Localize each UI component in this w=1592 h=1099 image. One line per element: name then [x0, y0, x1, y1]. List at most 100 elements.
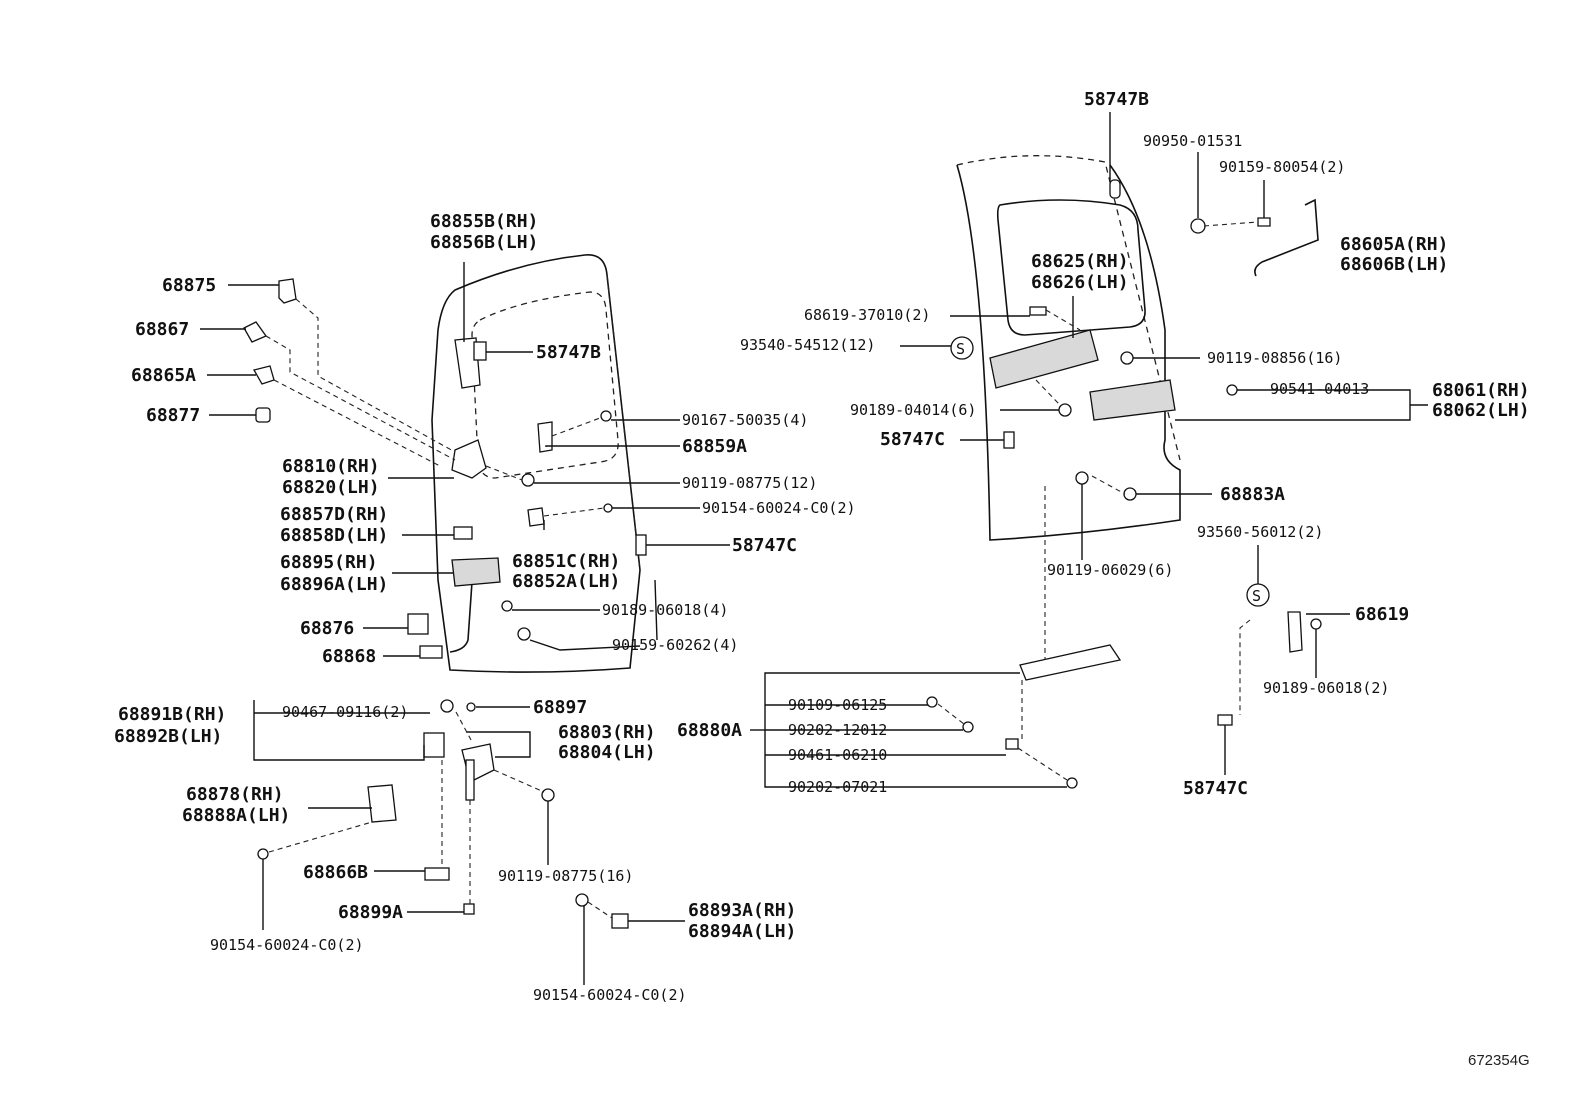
part-68880a-handle-shape: [1019, 644, 1122, 681]
label-68868: 68868: [322, 646, 376, 667]
label-68857d: 68857D(RH): [280, 504, 388, 525]
label-68820: 68820(LH): [282, 477, 380, 498]
s-mark-2: S: [1252, 587, 1261, 605]
label-68062: 68062(LH): [1432, 400, 1530, 421]
leader-lines: [200, 112, 1428, 985]
label-90109: 90109-06125: [788, 696, 887, 714]
part-58747c-left-shape: [635, 534, 647, 556]
hinge-pin-shape: [465, 759, 475, 801]
label-68877: 68877: [146, 405, 200, 426]
washer-90202-07021-shape: [1066, 777, 1078, 789]
part-68891b-shape: [423, 732, 445, 758]
label-90154-c: 90154-60024-C0(2): [533, 986, 687, 1004]
screw-90119-06029-shape: [1075, 471, 1089, 485]
label-68875: 68875: [162, 275, 216, 296]
label-68893a: 68893A(RH): [688, 900, 796, 921]
label-90119-08856: 90119-08856(16): [1207, 349, 1342, 367]
left-door-outline: [431, 254, 641, 673]
screw-90159-80054-shape: [1257, 217, 1271, 227]
dashed-lines: [265, 221, 1259, 919]
label-90189-06018-4: 90189-06018(4): [602, 601, 728, 619]
label-68895: 68895(RH): [280, 552, 378, 573]
label-68880a: 68880A: [677, 720, 742, 741]
part-58747b-left-shape: [473, 341, 487, 361]
label-58747c-left: 58747C: [732, 535, 797, 556]
s-mark-circle-1: [950, 336, 974, 360]
label-90461: 90461-06210: [788, 746, 887, 764]
label-68892b: 68892B(LH): [114, 726, 222, 747]
label-68878: 68878(RH): [186, 784, 284, 805]
part-68893a-shape: [611, 913, 629, 929]
part-58747c-right-shape: [1217, 714, 1233, 726]
part-68810-shape: [451, 439, 487, 479]
part-68866b-shape: [424, 867, 450, 881]
part-68619-37010-shape: [1029, 306, 1047, 316]
label-68625: 68625(RH): [1031, 251, 1129, 272]
part-68899a-shape: [463, 903, 475, 915]
label-68899a: 68899A: [338, 902, 403, 923]
right-door-outline: [956, 155, 1181, 541]
label-58747c-mid: 58747C: [880, 429, 945, 450]
part-68897-shape: [466, 702, 476, 712]
label-68859a: 68859A: [682, 436, 747, 457]
label-68894a: 68894A(LH): [688, 921, 796, 942]
part-68625-shape: [989, 329, 1099, 389]
part-68061-shape: [1089, 379, 1176, 421]
label-68851c: 68851C(RH): [512, 551, 620, 572]
label-68883a: 68883A: [1220, 484, 1285, 505]
label-93560: 93560-56012(2): [1197, 523, 1323, 541]
part-68868-shape: [419, 645, 443, 659]
label-58747b-top: 58747B: [1084, 89, 1149, 110]
screw-90154-a-shape: [603, 503, 613, 513]
part-58747b-top-shape: [1109, 179, 1121, 199]
label-68876: 68876: [300, 618, 354, 639]
part-68857d-shape: [453, 526, 473, 540]
label-68897: 68897: [533, 697, 587, 718]
label-68626: 68626(LH): [1031, 272, 1129, 293]
part-68851c-shape: [527, 507, 545, 527]
label-68896a: 68896A(LH): [280, 574, 388, 595]
screw-90189-06018-2-shape: [1310, 618, 1322, 630]
part-90467-shape: [440, 699, 454, 713]
label-68866b: 68866B: [303, 862, 368, 883]
label-90167: 90167-50035(4): [682, 411, 808, 429]
label-93540: 93540-54512(12): [740, 336, 875, 354]
part-68865a-shape: [253, 365, 275, 385]
screw-90154-b-shape: [257, 848, 269, 860]
label-68619-37010: 68619-37010(2): [804, 306, 930, 324]
label-90189-04014: 90189-04014(6): [850, 401, 976, 419]
label-68803: 68803(RH): [558, 722, 656, 743]
part-68883a-shape: [1123, 487, 1137, 501]
label-90202-12012: 90202-12012: [788, 721, 887, 739]
label-90541: 90541-04013: [1270, 380, 1369, 398]
label-90159-60262: 90159-60262(4): [612, 636, 738, 654]
label-68606b: 68606B(LH): [1340, 254, 1448, 275]
label-68856b: 68856B(LH): [430, 232, 538, 253]
screw-90119-08775-12-shape: [521, 473, 535, 487]
part-68859a-shape: [537, 421, 553, 453]
label-90119-08775-12: 90119-08775(12): [682, 474, 817, 492]
screw-90109-shape: [926, 696, 938, 708]
label-68810: 68810(RH): [282, 456, 380, 477]
label-90950-01531: 90950-01531: [1143, 132, 1242, 150]
screw-90154-c-shape: [575, 893, 589, 907]
screw-90159-60262-shape: [517, 627, 531, 641]
screw-90119-08856-shape: [1120, 351, 1134, 365]
label-90159-80054: 90159-80054(2): [1219, 158, 1345, 176]
label-90467: 90467-09116(2): [282, 703, 408, 721]
screw-90189-06018-4-shape: [501, 600, 513, 612]
figure-id: 672354G: [1468, 1052, 1530, 1069]
part-90461-shape: [1005, 738, 1019, 750]
s-mark-1: S: [956, 340, 965, 358]
part-90189-04014-shape: [1058, 403, 1072, 417]
label-90119-06029: 90119-06029(6): [1047, 561, 1173, 579]
part-68876-shape: [407, 613, 429, 635]
label-90202-07021: 90202-07021: [788, 778, 887, 796]
part-68875-shape: [278, 278, 297, 304]
label-58747c-right: 58747C: [1183, 778, 1248, 799]
label-58747b-left: 58747B: [536, 342, 601, 363]
label-90154-b: 90154-60024-C0(2): [210, 936, 364, 954]
label-68804: 68804(LH): [558, 742, 656, 763]
part-68605a-shape: [1254, 198, 1319, 277]
